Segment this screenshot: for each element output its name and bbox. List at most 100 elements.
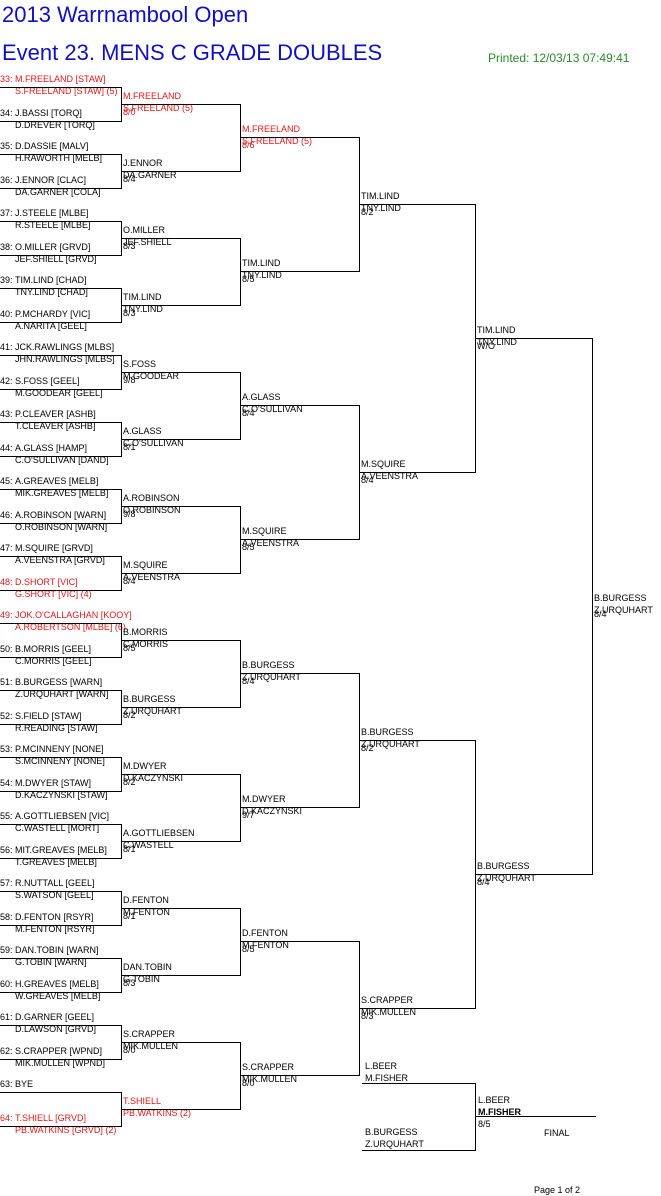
tournament-title: 2013 Warrnambool Open <box>2 2 249 27</box>
match-score: 8/0 <box>242 1078 255 1088</box>
winner-player-2: TNY.LIND <box>242 270 282 280</box>
final-player-2: Z.URQUHART <box>365 1139 424 1149</box>
final-player-1: B.BURGESS <box>365 1127 418 1137</box>
winner-player-2: Z.URQUHART <box>123 706 182 716</box>
entry-player-2: R.READING [STAW] <box>15 723 98 733</box>
bracket-line <box>359 1008 476 1009</box>
event-title: Event 23. MENS C GRADE DOUBLES <box>2 40 383 65</box>
bracket-line <box>0 355 122 356</box>
entry-player-2: TNY.LIND [CHAD] <box>15 287 88 297</box>
bracket-line <box>0 489 122 490</box>
winner-player-1: M.FREELAND <box>242 124 301 134</box>
entry-seed: 35: <box>0 141 13 151</box>
winner-player-2: PB.WATKINS (2) <box>123 1108 192 1118</box>
entry-seed: 62: <box>0 1046 13 1056</box>
match-score: 8/1 <box>123 911 136 921</box>
bracket-line <box>121 372 241 373</box>
bracket-line <box>240 807 360 808</box>
match-score: 8/5 <box>242 944 255 954</box>
entry-player-2: C.O'SULLIVAN [DAND] <box>15 455 109 465</box>
match-score: 8/3 <box>123 978 136 988</box>
match-score: 8/0 <box>123 107 136 117</box>
bracket-line <box>0 925 122 926</box>
entry-player-2: D.KACZYNSKI [STAW] <box>15 790 108 800</box>
entry-seed: 47: <box>0 543 13 553</box>
bracket-line <box>0 1092 122 1093</box>
bracket-line <box>121 1109 241 1110</box>
entry-seed: 55: <box>0 811 13 821</box>
entry-seed: 39: <box>0 275 13 285</box>
entry-player-1: DAN.TOBIN [WARN] <box>15 945 99 955</box>
champion-player-2: M.FISHER <box>478 1107 522 1117</box>
bracket-line <box>240 941 360 942</box>
bracket-line <box>0 188 122 189</box>
entry-seed: 51: <box>0 677 13 687</box>
entry-player-1: M.DWYER [STAW] <box>15 778 91 788</box>
entry-player-2: G.SHORT [VIC] (4) <box>15 589 92 599</box>
winner-player-1: M.DWYER <box>242 794 286 804</box>
winner-player-1: DAN.TOBIN <box>123 962 172 972</box>
entry-seed: 59: <box>0 945 13 955</box>
bracket-line <box>0 891 122 892</box>
match-score: 9/8 <box>123 375 136 385</box>
winner-player-2: DA.GARNER <box>123 170 177 180</box>
entry-player-1: BYE <box>15 1079 34 1089</box>
entry-player-2: W.GREAVES [MELB] <box>15 991 101 1001</box>
entry-seed: 36: <box>0 175 13 185</box>
match-score: 9/8 <box>123 509 136 519</box>
bracket-line <box>121 171 241 172</box>
bracket-line <box>0 523 122 524</box>
entry-player-1: O.MILLER [GRVD] <box>15 242 91 252</box>
entry-player-2: A.VEENSTRA [GRVD] <box>15 555 105 565</box>
bracket-line <box>362 1150 476 1151</box>
entry-seed: 40: <box>0 309 13 319</box>
bracket-line <box>0 322 122 323</box>
entry-seed: 54: <box>0 778 13 788</box>
entry-player-2: JEF.SHIELL [GRVD] <box>15 254 97 264</box>
entry-player-2: C.WASTELL [MORT] <box>15 823 100 833</box>
bracket-line <box>0 221 122 222</box>
bracket-line <box>121 238 241 239</box>
bracket-line <box>121 975 241 976</box>
entry-seed: 56: <box>0 845 13 855</box>
entry-seed: 57: <box>0 878 13 888</box>
winner-player-1: B.BURGESS <box>594 593 647 603</box>
bracket-line <box>0 456 122 457</box>
winner-player-1: D.FENTON <box>123 895 169 905</box>
bracket-line <box>240 1042 241 1110</box>
entry-player-1: MIT.GREAVES [MELB] <box>15 845 107 855</box>
entry-player-2: D.LAWSON [GRVD] <box>15 1024 97 1034</box>
bracket-line <box>121 707 241 708</box>
match-score: 8/6 <box>242 140 255 150</box>
winner-player-1: TIM.LIND <box>477 325 516 335</box>
bracket-line <box>121 774 241 775</box>
match-score: 8/3 <box>123 308 136 318</box>
bracket-line <box>0 824 122 825</box>
winner-player-1: M.SQUIRE <box>123 560 168 570</box>
bracket-line <box>240 640 241 708</box>
match-score: 8/2 <box>123 777 136 787</box>
entry-player-2: MIK.MULLEN [WPND] <box>15 1058 106 1068</box>
entry-player-1: J.STEELE [MLBE] <box>15 208 89 218</box>
bracket-line <box>240 405 360 406</box>
match-score: 8/4 <box>242 676 255 686</box>
entry-player-1: D.SHORT [VIC] <box>15 577 78 587</box>
bracket-line <box>0 724 122 725</box>
bracket-line <box>0 556 122 557</box>
winner-player-1: S.FOSS <box>123 359 157 369</box>
match-score: W/O <box>477 341 495 351</box>
bracket-line <box>0 958 122 959</box>
bracket-line <box>0 1025 122 1026</box>
entry-seed: 38: <box>0 242 13 252</box>
entry-player-2: T.GREAVES [MELB] <box>15 857 97 867</box>
entry-player-1: D.DASSIE [MALV] <box>15 141 89 151</box>
winner-player-2: TNY.LIND <box>123 304 163 314</box>
entry-seed: 58: <box>0 912 13 922</box>
winner-player-1: TIM.LIND <box>361 191 400 201</box>
entry-player-1: TIM.LIND [CHAD] <box>15 275 87 285</box>
entry-seed: 41: <box>0 342 13 352</box>
entry-player-2: A.NARITA [GEEL] <box>15 321 87 331</box>
bracket-line <box>0 1126 122 1127</box>
entry-player-2: M.FENTON [RSYR] <box>15 924 95 934</box>
bracket-line <box>121 104 241 105</box>
